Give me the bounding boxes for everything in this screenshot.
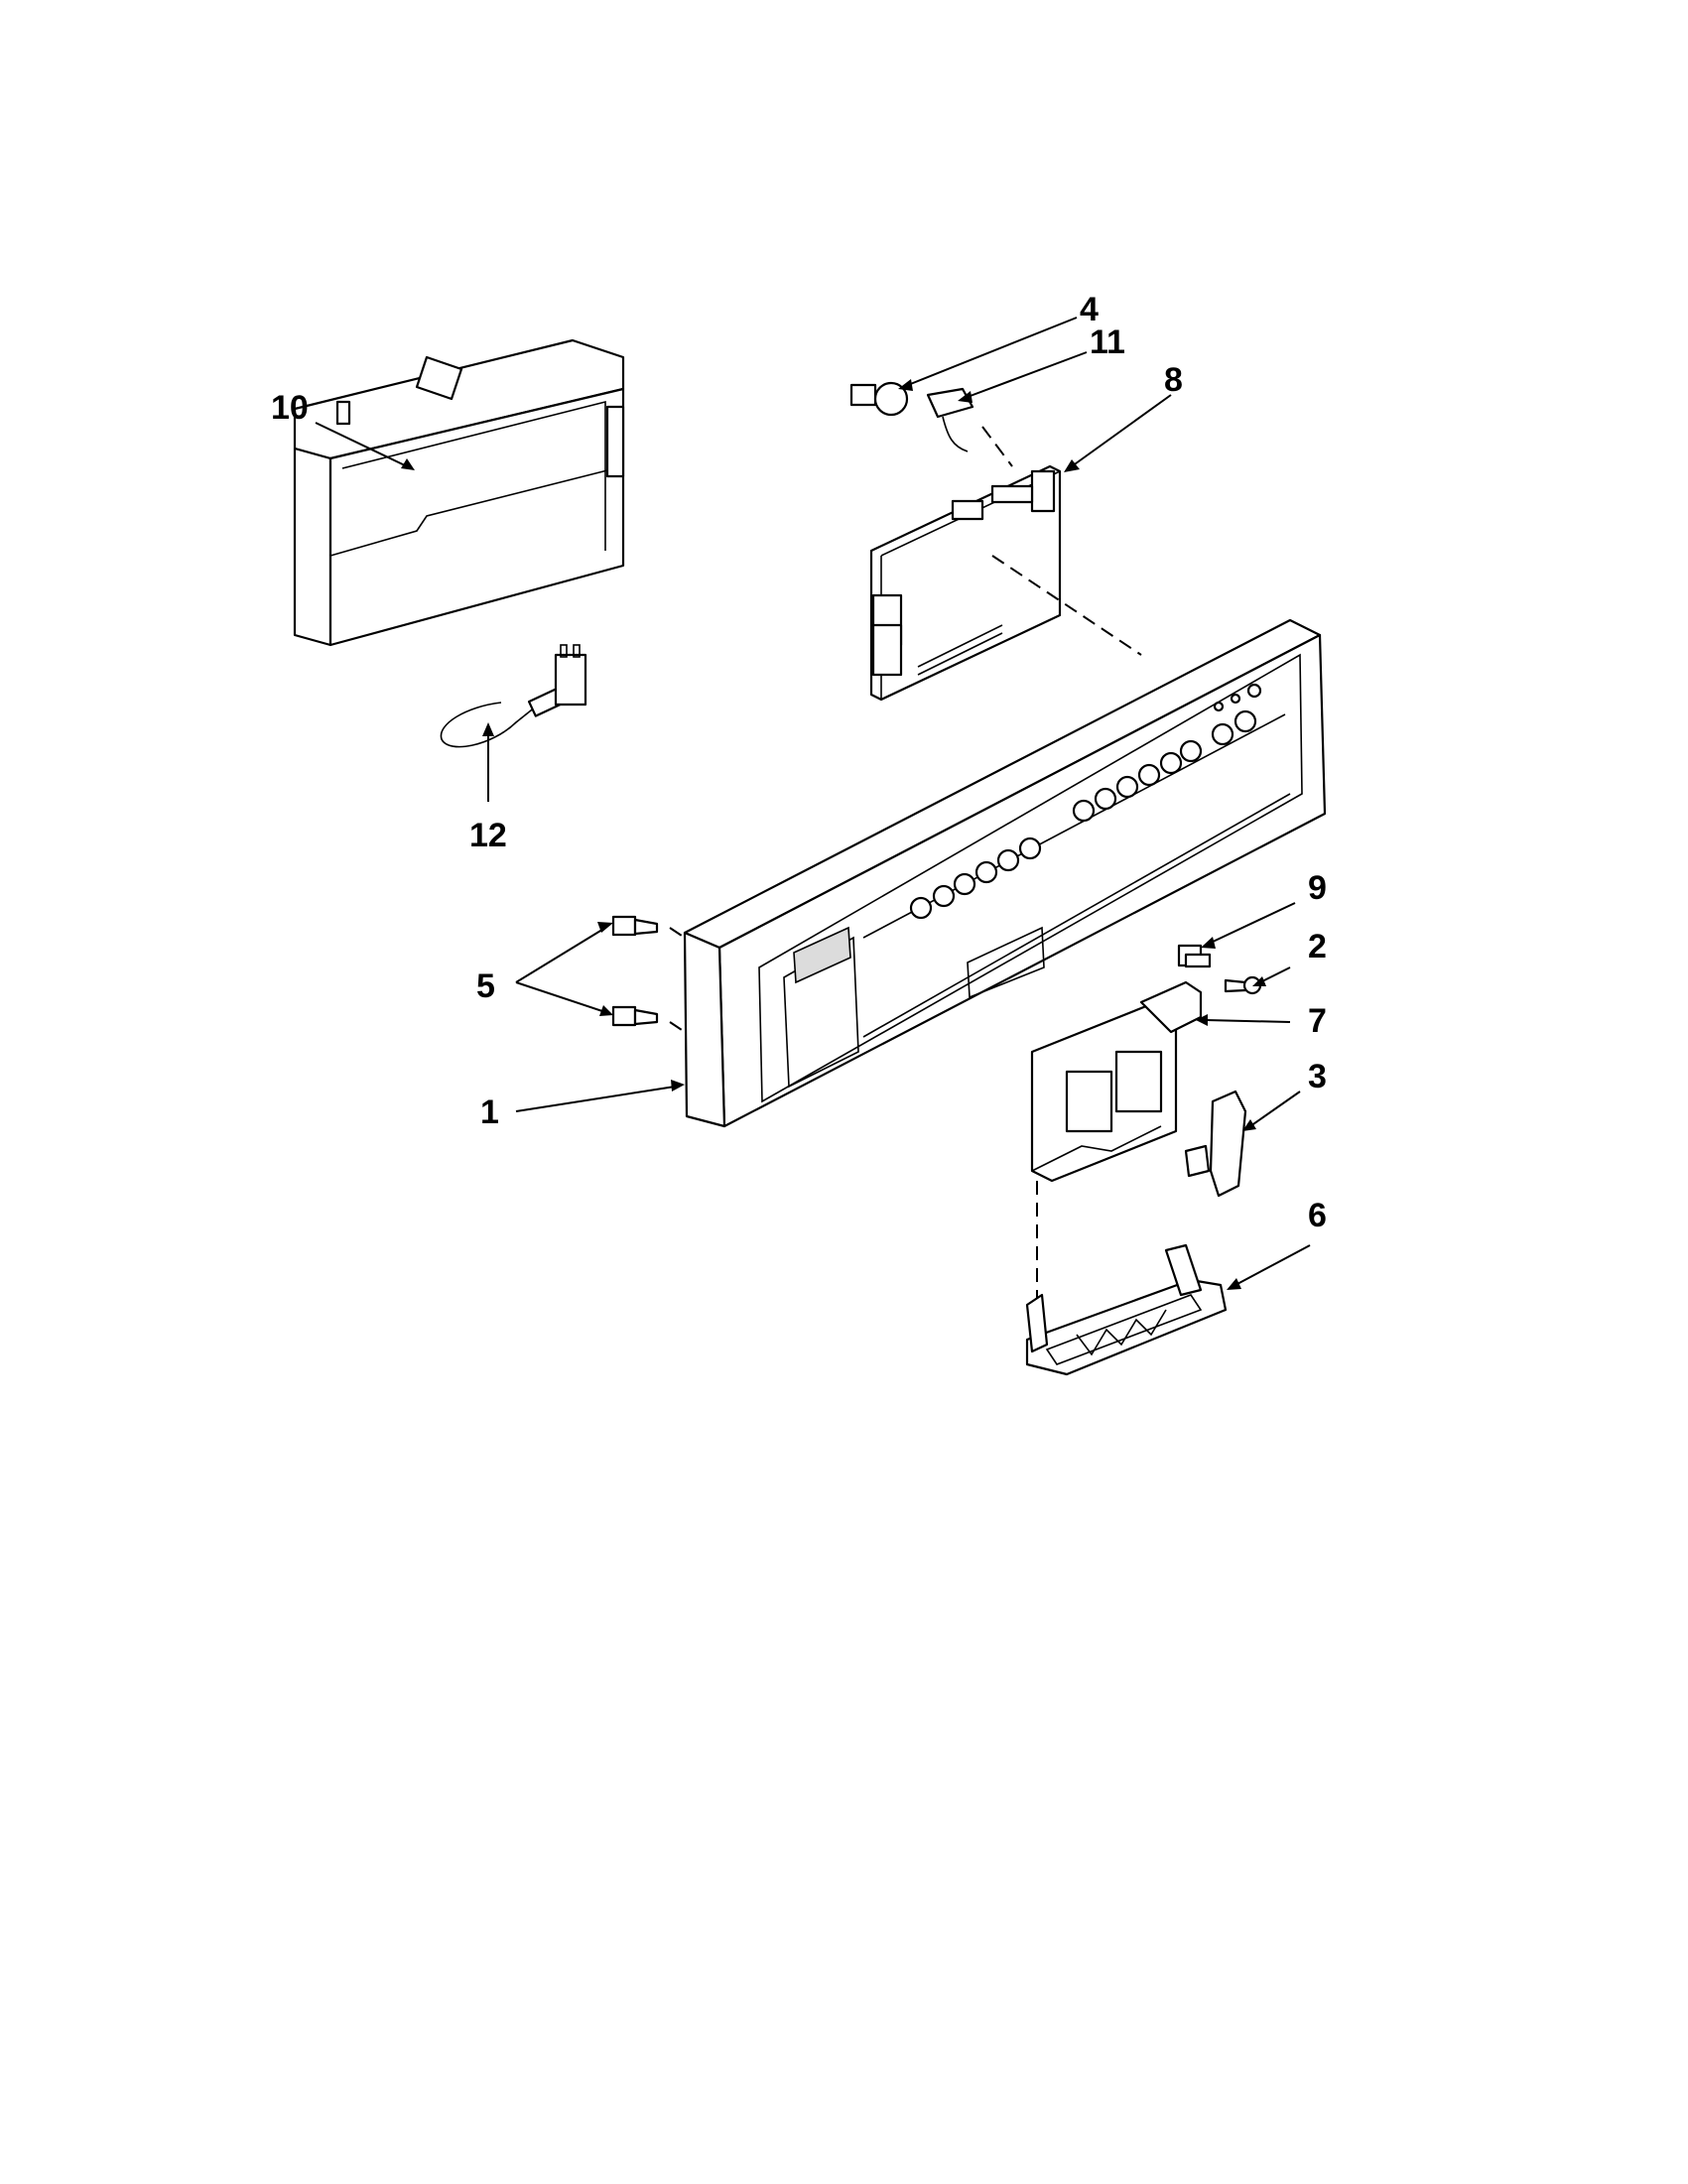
latch-lever [1184,1090,1247,1198]
latch-handle [1025,1243,1228,1376]
door-latch-assembly [1030,980,1203,1300]
switch-actuator [1177,944,1212,968]
console-end-cap [293,338,625,647]
callout-1: 1 [480,1093,499,1131]
callout-8: 8 [1164,361,1183,399]
control-panel [683,618,1327,1128]
callout-5: 5 [476,967,495,1005]
callout-9: 9 [1308,869,1327,907]
leader-lines [315,317,1311,1290]
console-screws [611,915,686,1033]
wire-harness [440,644,587,748]
electronic-control-board [869,464,1142,702]
callout-12: 12 [469,817,507,854]
callout-7: 7 [1308,1002,1327,1040]
callout-3: 3 [1308,1058,1327,1095]
screw-small [1224,975,1262,995]
callout-11: 11 [1090,323,1125,361]
callout-4: 4 [1080,291,1099,328]
callout-6: 6 [1308,1197,1327,1234]
callout-10: 10 [271,389,309,427]
callout-2: 2 [1308,928,1327,965]
panel-buttons [909,683,1262,920]
thermal-fuse [849,381,909,417]
fuse-clip [926,387,1013,467]
